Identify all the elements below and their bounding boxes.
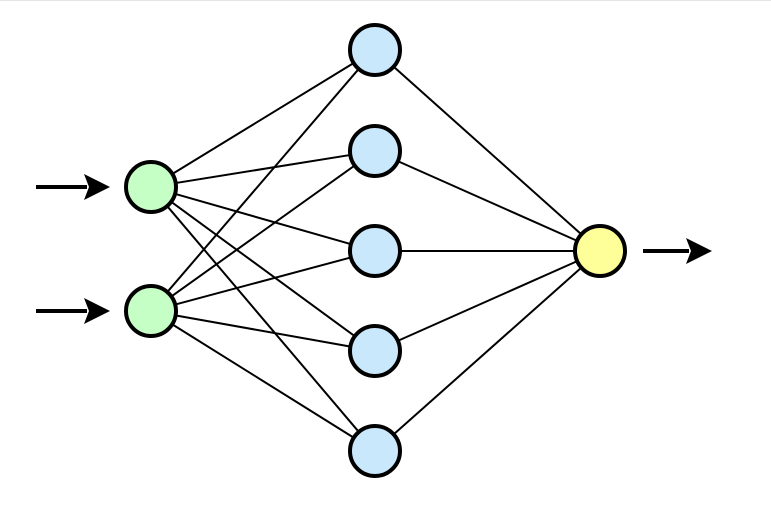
input-arrow-bottom-icon <box>36 298 110 324</box>
node-h4[interactable] <box>348 324 402 378</box>
input-arrow-top-icon <box>36 174 110 200</box>
node-h2[interactable] <box>348 124 402 178</box>
node-h5[interactable] <box>348 424 402 478</box>
input-arrow-bottom-head <box>84 298 110 324</box>
edge-i1-h5 <box>165 204 361 434</box>
edge-h1-o1 <box>391 64 584 237</box>
arrows-group <box>36 174 712 324</box>
edge-i2-h2 <box>169 163 357 299</box>
edge-i1-h4 <box>169 200 357 338</box>
edge-i1-h1 <box>170 61 356 176</box>
edge-i2-h4 <box>173 314 353 348</box>
node-i2[interactable] <box>124 284 178 338</box>
output-arrow-icon <box>643 238 712 264</box>
edge-h4-o1 <box>395 259 580 343</box>
node-h1[interactable] <box>348 23 402 77</box>
node-i1[interactable] <box>124 160 178 214</box>
edge-h2-o1 <box>395 159 580 243</box>
input-arrow-top-head <box>84 174 110 200</box>
edge-i2-h1 <box>165 67 361 294</box>
edges-group <box>165 61 584 440</box>
edge-h5-o1 <box>391 265 584 437</box>
node-o1[interactable] <box>573 224 627 278</box>
edge-i1-h3 <box>173 192 353 246</box>
output-arrow-head <box>686 238 712 264</box>
nodes-group <box>124 23 627 478</box>
node-h3[interactable] <box>348 224 402 278</box>
edge-i1-h2 <box>173 153 353 185</box>
edge-i2-h5 <box>170 322 356 440</box>
edge-i2-h3 <box>173 256 353 306</box>
